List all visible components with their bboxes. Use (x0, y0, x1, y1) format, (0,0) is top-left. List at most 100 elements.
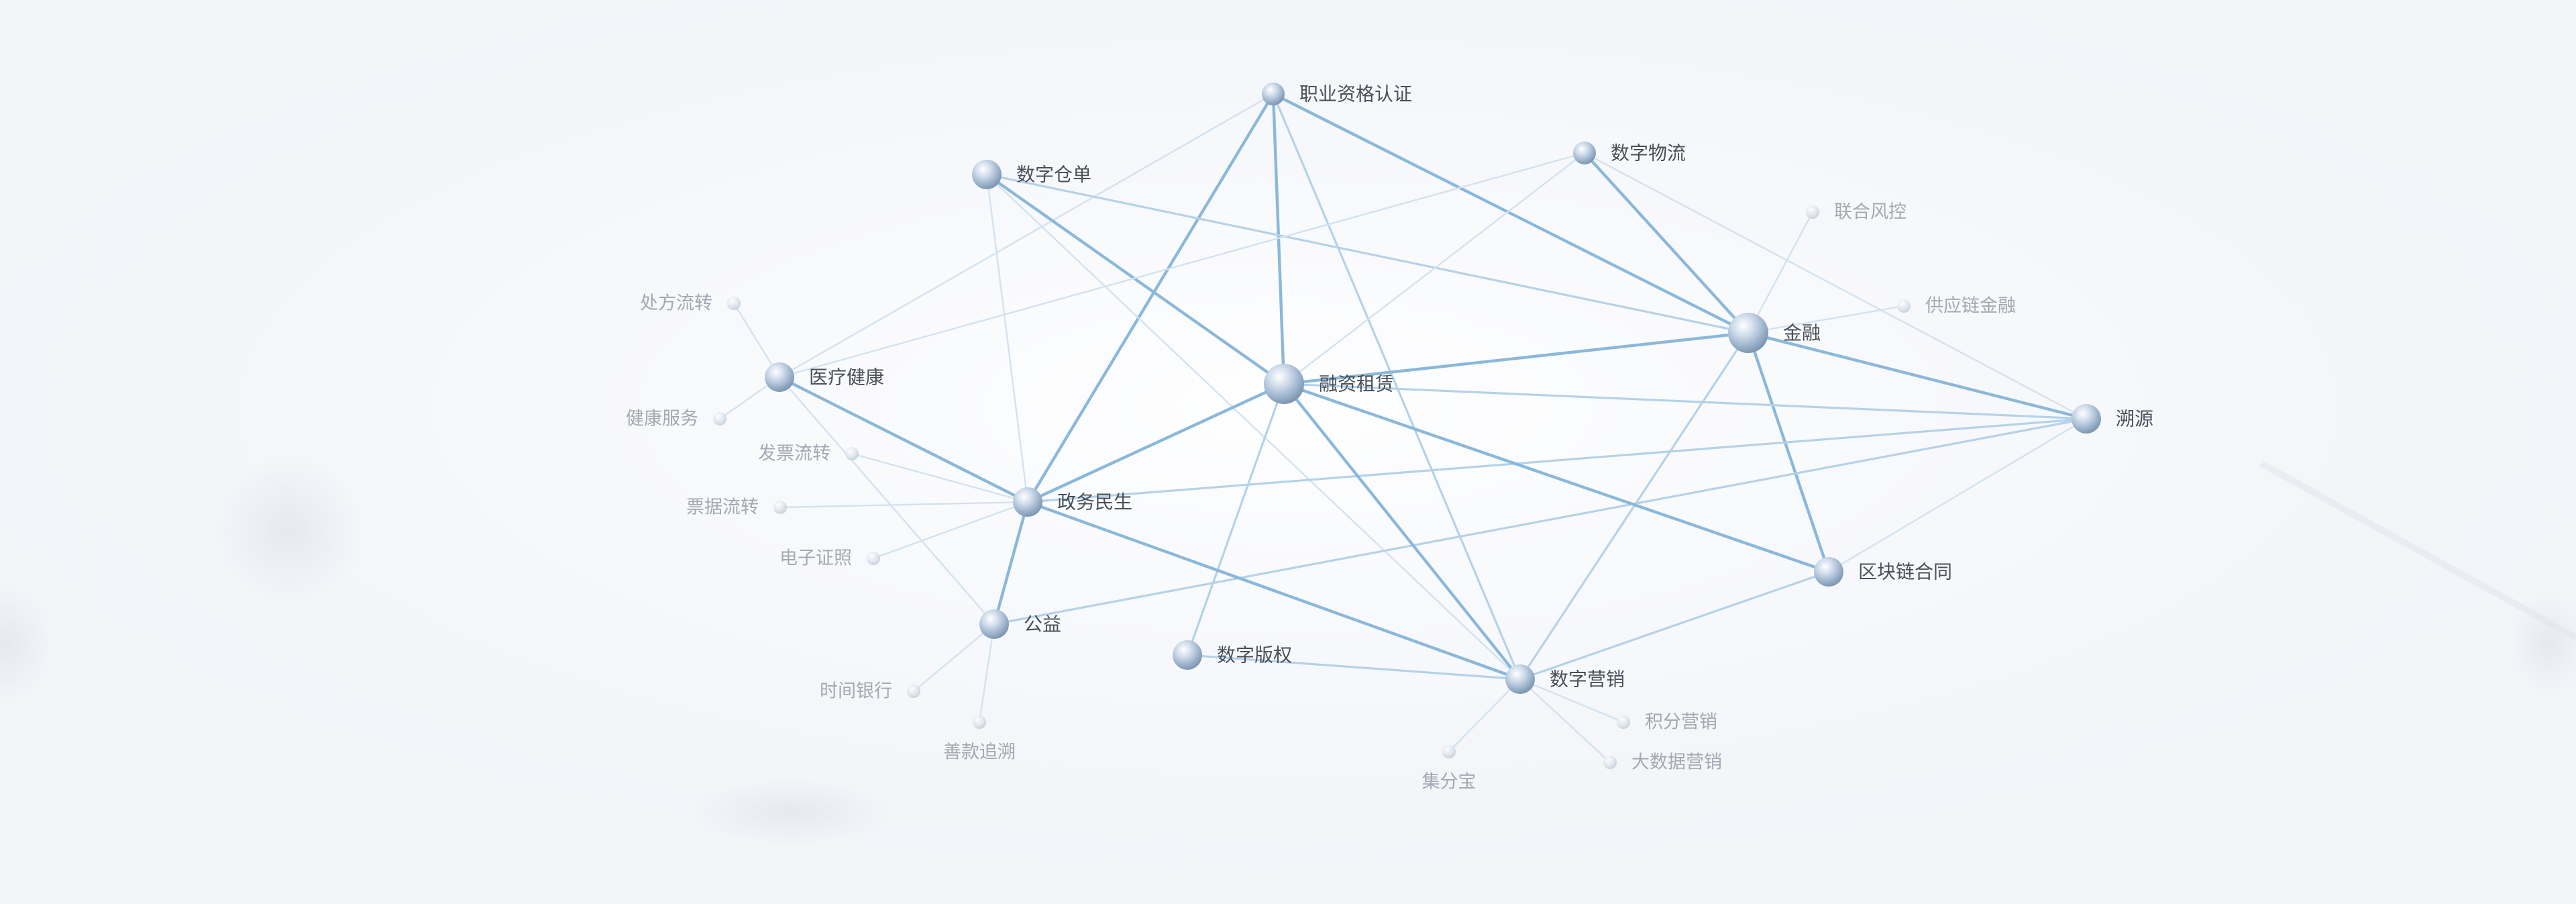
node-sphere-jiankang[interactable] (713, 412, 727, 425)
node-sphere-jifen[interactable] (1617, 715, 1630, 729)
node-gongyi[interactable]: 公益 (979, 609, 1061, 639)
node-sphere-jinrong[interactable] (1728, 313, 1768, 353)
node-sphere-jifenbao[interactable] (1442, 745, 1456, 758)
node-zhengzhao[interactable]: 电子证照 (780, 548, 880, 569)
node-yingxiao[interactable]: 数字营销 (1505, 664, 1625, 694)
node-label-zhengzhao: 电子证照 (780, 548, 852, 569)
node-sphere-gongyinglian[interactable] (1897, 299, 1911, 313)
edge-jinrong-qukuailian (1746, 331, 1831, 574)
node-label-qukuailian: 区块链合同 (1858, 561, 1952, 583)
node-sphere-rongzi[interactable] (1264, 364, 1304, 404)
edge-suyuan-gongyi (993, 417, 2088, 625)
node-cangdan[interactable]: 数字仓单 (972, 160, 1091, 189)
edge-banquan-yingxiao (1186, 654, 1521, 681)
node-sphere-cangdan[interactable] (972, 160, 1002, 189)
node-gongyinglian[interactable]: 供应链金融 (1897, 296, 2016, 317)
edge-wuliu-jinrong (1582, 151, 1750, 335)
node-label-zhengwu: 政务民生 (1057, 491, 1132, 513)
node-shijian[interactable]: 时间银行 (820, 681, 920, 702)
node-sphere-fengkong[interactable] (1806, 205, 1819, 219)
node-chufang[interactable]: 处方流转 (640, 293, 741, 314)
node-label-shankuan: 善款追溯 (943, 742, 1016, 763)
node-label-banquan: 数字版权 (1217, 644, 1292, 666)
node-sphere-qukuailian[interactable] (1814, 557, 1843, 587)
edge-jinrong-gongyinglian (1747, 305, 1905, 334)
edge-wuliu-yiliao (778, 152, 1586, 379)
edge-zhengwu-fapiao (851, 452, 1029, 503)
node-jifenbao[interactable]: 集分宝 (1422, 745, 1477, 793)
edge-jinrong-fengkong (1747, 211, 1814, 334)
node-sphere-suyuan[interactable] (2072, 404, 2101, 434)
node-sphere-shankuan[interactable] (973, 715, 986, 729)
edge-yiliao-zhengwu (777, 375, 1030, 504)
node-label-zhiye: 职业资格认证 (1299, 83, 1412, 105)
node-jiankang[interactable]: 健康服务 (626, 409, 727, 430)
edge-zhiye-yingxiao (1272, 93, 1521, 681)
node-label-yiliao: 医疗健康 (809, 366, 884, 389)
node-jinrong[interactable]: 金融 (1728, 313, 1821, 353)
node-jifen[interactable]: 积分营销 (1617, 712, 1717, 733)
node-dashuju[interactable]: 大数据营销 (1603, 752, 1722, 773)
node-zhengwu[interactable]: 政务民生 (1013, 487, 1132, 517)
edges-layer (718, 92, 2088, 764)
node-suyuan[interactable]: 溯源 (2072, 404, 2153, 434)
node-sphere-dashuju[interactable] (1603, 756, 1617, 769)
node-sphere-chufang[interactable] (727, 297, 741, 310)
edge-rongzi-qukuailian (1282, 382, 1831, 574)
edge-zhiye-jinrong (1271, 92, 1750, 335)
edge-suyuan-rongzi (1283, 383, 2088, 420)
edge-wuliu-rongzi (1283, 152, 1586, 385)
node-label-suyuan: 溯源 (2116, 408, 2153, 430)
node-sphere-shijian[interactable] (907, 685, 920, 698)
edge-zhengwu-piaoju (779, 501, 1029, 509)
node-sphere-fapiao[interactable] (845, 447, 859, 460)
edge-gongyi-shijian (912, 623, 996, 693)
edge-cangdan-zhengwu (985, 173, 1029, 503)
node-label-dashuju: 大数据营销 (1631, 752, 1722, 773)
edge-jinrong-suyuan (1746, 331, 2088, 421)
node-label-shijian: 时间银行 (820, 681, 892, 702)
node-fapiao[interactable]: 发票流转 (758, 444, 859, 464)
node-sphere-piaoju[interactable] (773, 501, 787, 514)
edge-zhengwu-zhengzhao (872, 501, 1029, 560)
node-rongzi[interactable]: 融资租赁 (1264, 364, 1394, 404)
edge-cangdan-rongzi (985, 172, 1286, 386)
node-yiliao[interactable]: 医疗健康 (765, 362, 884, 392)
node-shankuan[interactable]: 善款追溯 (943, 715, 1016, 763)
edge-zhengwu-yingxiao (1026, 500, 1522, 681)
node-label-gongyinglian: 供应链金融 (1925, 296, 2016, 317)
node-label-jiankang: 健康服务 (626, 409, 698, 430)
node-piaoju[interactable]: 票据流转 (686, 497, 787, 518)
node-sphere-zhengzhao[interactable] (867, 552, 880, 565)
node-qukuailian[interactable]: 区块链合同 (1814, 557, 1952, 587)
node-sphere-wuliu[interactable] (1573, 142, 1596, 164)
node-label-cangdan: 数字仓单 (1016, 164, 1091, 186)
node-zhiye[interactable]: 职业资格认证 (1262, 83, 1412, 105)
node-label-rongzi: 融资租赁 (1319, 373, 1394, 395)
node-label-fengkong: 联合风控 (1834, 202, 1907, 223)
edge-yingxiao-jifenbao (1448, 678, 1521, 753)
node-label-jifenbao: 集分宝 (1422, 772, 1477, 793)
edge-cangdan-yingxiao (985, 173, 1521, 681)
node-label-gongyi: 公益 (1024, 613, 1061, 636)
edge-zhiye-zhengwu (1026, 92, 1275, 504)
node-fengkong[interactable]: 联合风控 (1806, 202, 1907, 223)
edge-suyuan-zhengwu (1026, 417, 2088, 503)
node-banquan[interactable]: 数字版权 (1173, 640, 1292, 670)
node-sphere-zhiye[interactable] (1262, 83, 1285, 105)
edge-rongzi-banquan (1186, 383, 1285, 656)
node-sphere-yiliao[interactable] (765, 362, 794, 392)
node-sphere-gongyi[interactable] (979, 609, 1009, 639)
edge-rongzi-yingxiao (1282, 382, 1522, 681)
edge-yingxiao-dashuju (1519, 678, 1611, 764)
node-sphere-zhengwu[interactable] (1013, 487, 1042, 517)
node-label-fapiao: 发票流转 (758, 444, 830, 464)
edge-zhengwu-gongyi (992, 500, 1030, 626)
node-wuliu[interactable]: 数字物流 (1573, 142, 1686, 164)
node-sphere-banquan[interactable] (1173, 640, 1202, 670)
edge-gongyi-shankuan (978, 623, 996, 723)
node-sphere-yingxiao[interactable] (1505, 664, 1535, 694)
